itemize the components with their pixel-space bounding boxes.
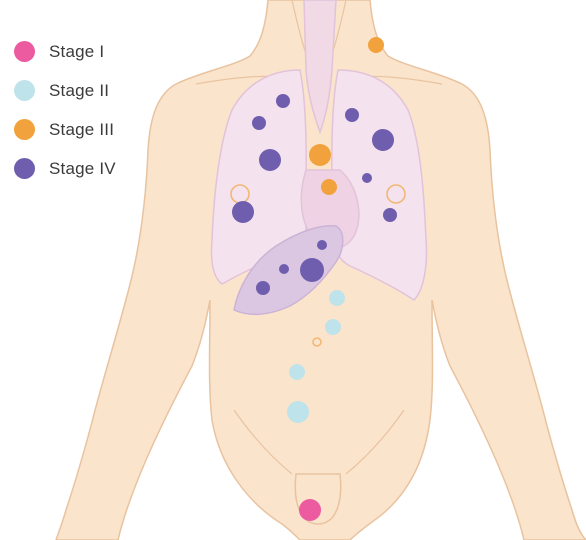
lung-metastasis-dot: [362, 173, 372, 183]
legend-label: Stage III: [49, 120, 114, 140]
legend: Stage I Stage II Stage III Stage IV: [14, 32, 116, 188]
neck-node-dot: [368, 37, 384, 53]
lung-metastasis-dot: [252, 116, 266, 130]
lung-metastasis-dot: [383, 208, 397, 222]
legend-label: Stage IV: [49, 159, 116, 179]
testis-tumor-dot: [299, 499, 321, 521]
lung-metastasis-dot: [345, 108, 359, 122]
stage-2-swatch: [14, 80, 35, 101]
retroperitoneal-node-dot: [325, 319, 341, 335]
legend-item-stage-2: Stage II: [14, 71, 116, 110]
retroperitoneal-node-dot: [329, 290, 345, 306]
retroperitoneal-node-dot: [287, 401, 309, 423]
liver-metastasis-dot: [256, 281, 270, 295]
retroperitoneal-node-dot: [289, 364, 305, 380]
liver-metastasis-dot: [279, 264, 289, 274]
stage-4-swatch: [14, 158, 35, 179]
legend-label: Stage II: [49, 81, 109, 101]
liver-metastasis-dot: [300, 258, 324, 282]
legend-item-stage-4: Stage IV: [14, 149, 116, 188]
stage-1-swatch: [14, 41, 35, 62]
legend-item-stage-1: Stage I: [14, 32, 116, 71]
lung-metastasis-dot: [232, 201, 254, 223]
lung-metastasis-dot: [259, 149, 281, 171]
legend-label: Stage I: [49, 42, 104, 62]
mediastinal-node-dot: [309, 144, 331, 166]
liver-metastasis-dot: [317, 240, 327, 250]
mediastinal-node-dot: [321, 179, 337, 195]
lung-metastasis-dot: [372, 129, 394, 151]
lung-metastasis-dot: [276, 94, 290, 108]
stage-3-swatch: [14, 119, 35, 140]
legend-item-stage-3: Stage III: [14, 110, 116, 149]
